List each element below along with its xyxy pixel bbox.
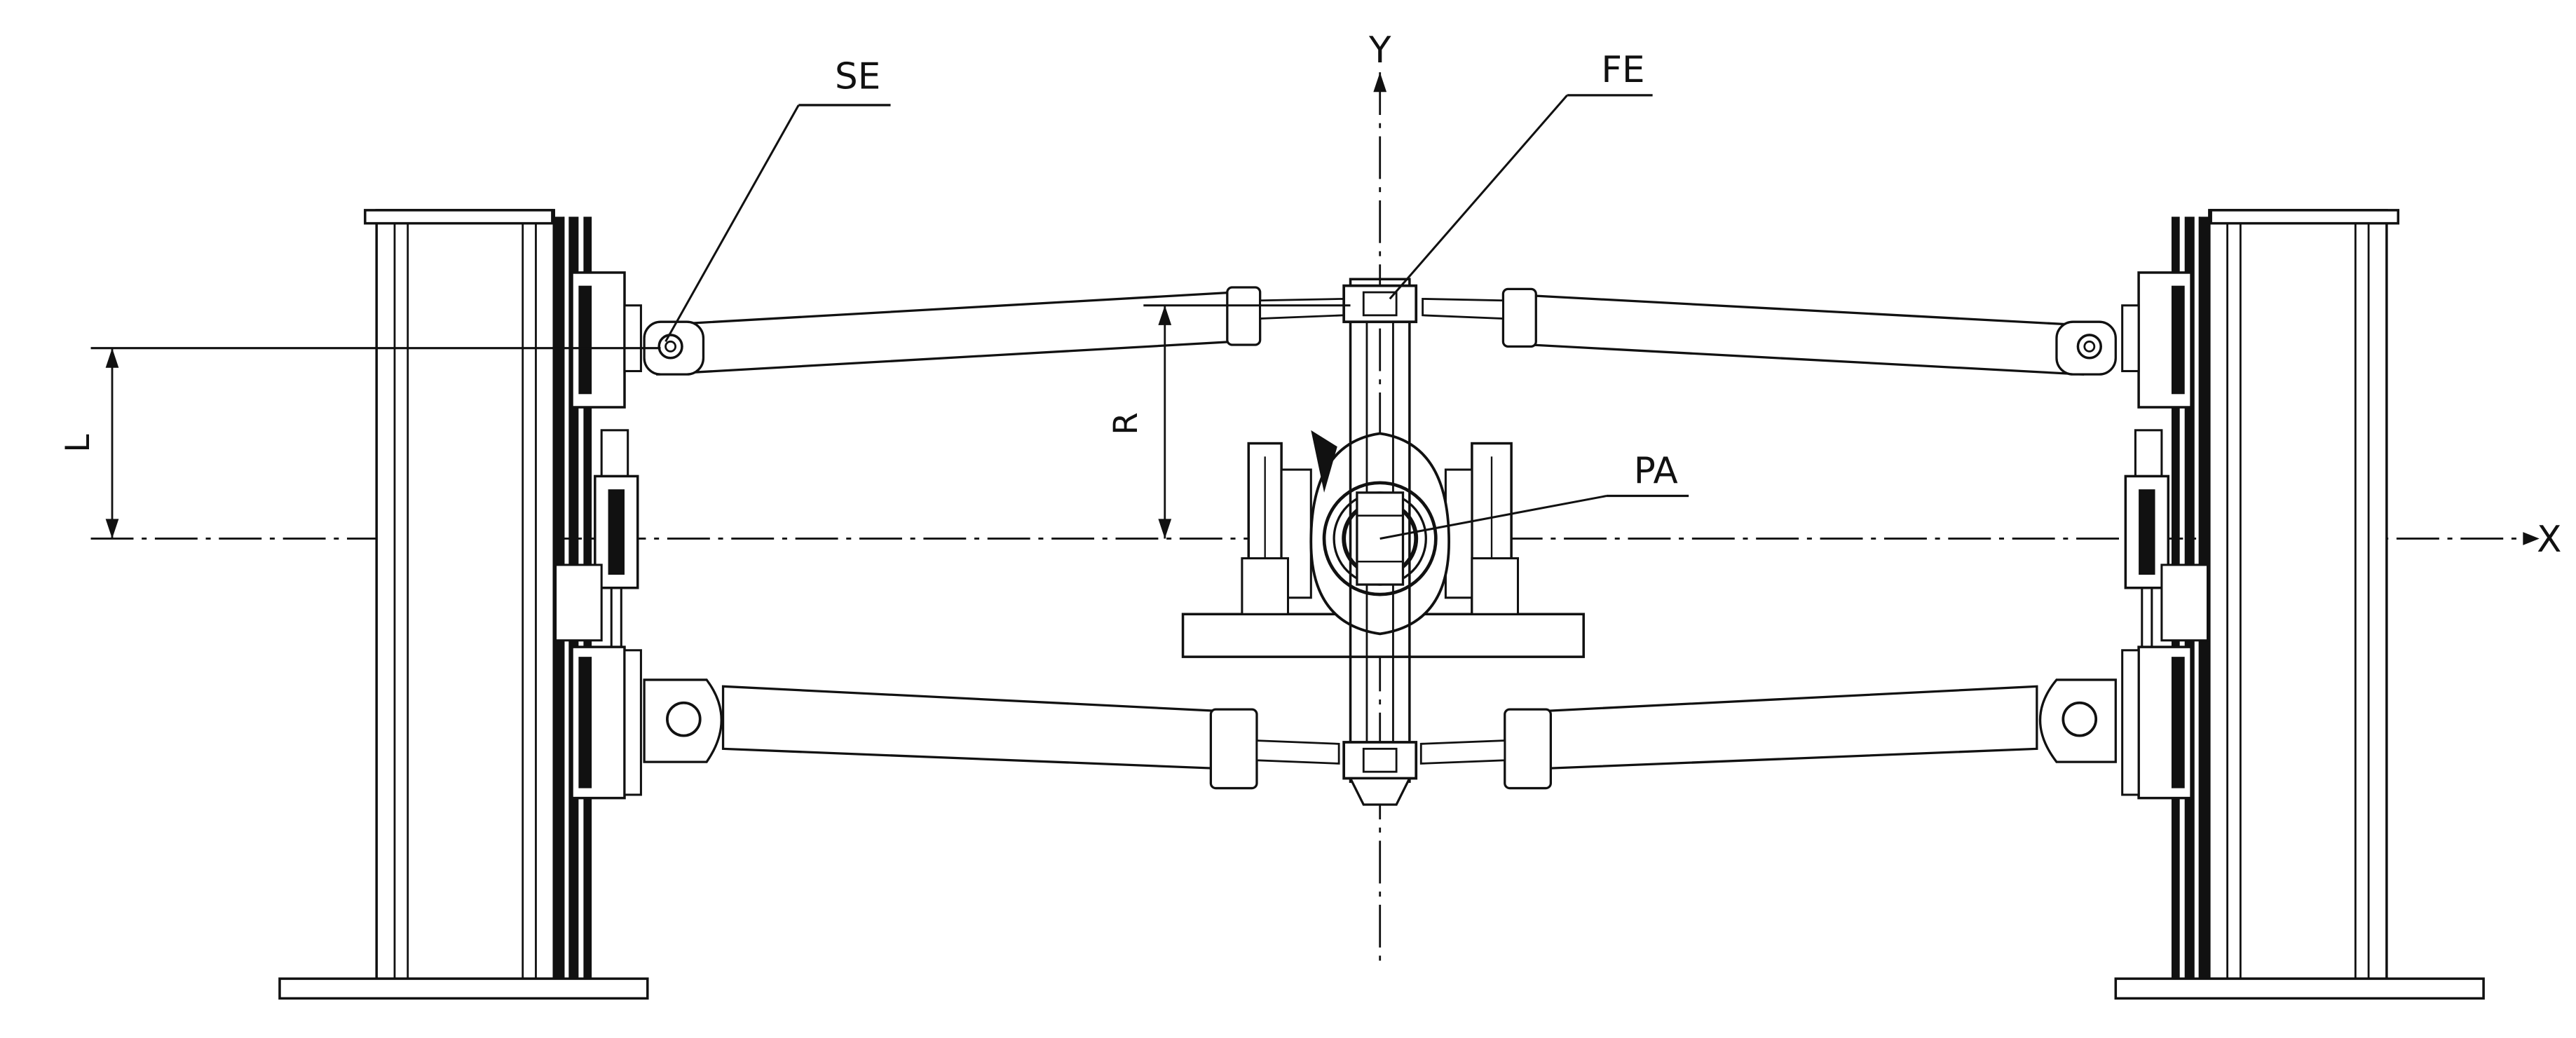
lower-right-link [1419,678,2117,790]
label-se: SE [835,56,880,98]
label-r: R [1108,412,1145,435]
upper-right-link [1422,287,2117,376]
central-vertical-arm [1342,278,1418,806]
right-support-post [2114,209,2485,1000]
label-l: L [60,435,97,453]
left-support-post [278,209,649,1000]
dimension-l [90,347,661,539]
y-axis-arrow [1373,72,1387,93]
se-leader-line [665,104,891,343]
dimension-r [1143,304,1351,539]
upper-left-link [643,286,1345,376]
lower-left-link [643,678,1340,790]
x-axis-label: X [2537,519,2561,561]
label-pa: PA [1634,450,1678,492]
y-axis-label: Y [1368,29,1391,71]
fe-leader-line [1389,94,1653,300]
pa-leader-line [1379,494,1689,540]
central-base-frame [1181,442,1585,658]
x-axis-arrow [2523,532,2540,545]
label-fe: FE [1601,49,1644,91]
